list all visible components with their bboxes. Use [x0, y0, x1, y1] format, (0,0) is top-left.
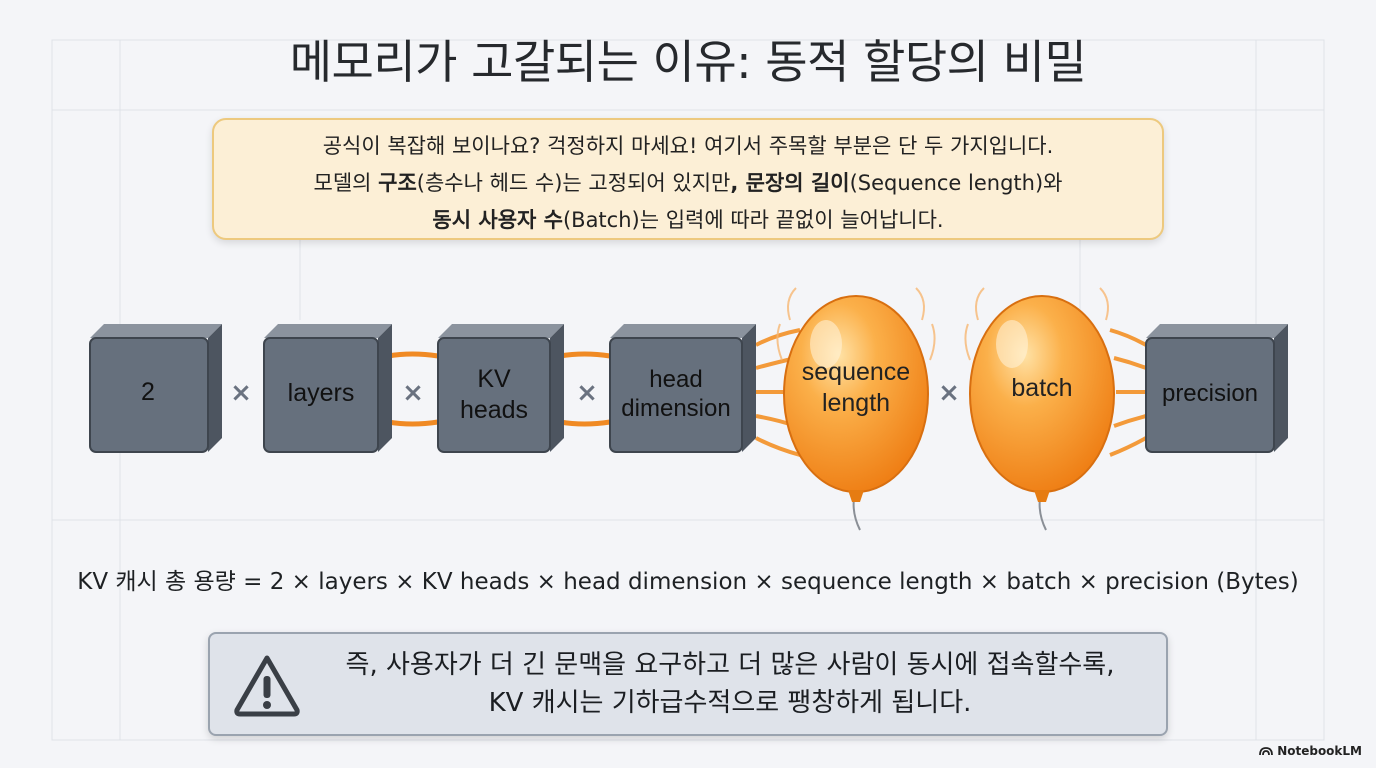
- block-two-label: 2: [141, 378, 155, 406]
- balloon-sequence-line2: length: [822, 389, 890, 417]
- connector-layers-kv: [387, 351, 439, 427]
- balloon-batch-label: batch: [1011, 374, 1072, 402]
- formula-text: KV 캐시 총 용량 = 2 × layers × KV heads × hea…: [77, 569, 1299, 595]
- notebooklm-logo: NotebookLM: [1259, 744, 1362, 758]
- balloon-batch: batch: [964, 287, 1115, 531]
- callout-line-1: 공식이 복잡해 보이나요? 걱정하지 마세요! 여기서 주목할 부분은 단 두 …: [322, 134, 1054, 158]
- warning-line-1: 즉, 사용자가 더 긴 문맥을 요구하고 더 많은 사람이 동시에 접속할수록,: [345, 650, 1115, 680]
- balloon-sequence-line1: sequence: [802, 358, 910, 386]
- block-precision: precision: [1145, 324, 1288, 453]
- warning-box: 즉, 사용자가 더 긴 문맥을 요구하고 더 많은 사람이 동시에 접속할수록,…: [208, 632, 1168, 736]
- emphasis-structure: 구조: [378, 171, 417, 195]
- multiply-symbol: ×: [576, 378, 598, 408]
- multiply-symbol: ×: [230, 378, 252, 408]
- block-layers: layers: [263, 324, 392, 453]
- band-batch-precision: [1109, 328, 1147, 457]
- block-layers-label: layers: [288, 379, 355, 407]
- warning-text: 즉, 사용자가 더 긴 문맥을 요구하고 더 많은 사람이 동시에 접속할수록,…: [320, 646, 1140, 722]
- block-head-dimension: head dimension: [609, 324, 756, 453]
- block-two: 2: [89, 324, 222, 453]
- multiply-symbol: ×: [938, 378, 960, 408]
- brand-label: NotebookLM: [1277, 744, 1362, 758]
- balloon-sequence-length: sequence length: [776, 287, 936, 531]
- warning-triangle-icon: [234, 655, 300, 717]
- callout-line-3: 동시 사용자 수(Batch)는 입력에 따라 끝없이 늘어납니다.: [432, 208, 944, 232]
- block-head-dimension-line1: head: [649, 366, 702, 393]
- block-kv-heads-line1: KV: [477, 365, 511, 393]
- emphasis-concurrent-users: 동시 사용자 수: [432, 208, 563, 232]
- emphasis-sentence-length: 문장의 길이: [745, 171, 850, 195]
- block-head-dimension-line2: dimension: [621, 395, 730, 422]
- warning-line-2: KV 캐시는 기하급수적으로 팽창하게 됩니다.: [488, 688, 972, 718]
- multiply-symbol: ×: [402, 378, 424, 408]
- block-kv-heads-line2: heads: [460, 396, 528, 424]
- notebooklm-icon: [1259, 747, 1274, 756]
- explanation-callout: 공식이 복잡해 보이나요? 걱정하지 마세요! 여기서 주목할 부분은 단 두 …: [212, 118, 1164, 240]
- connector-kv-head: [559, 351, 611, 427]
- block-kv-heads: KV heads: [437, 324, 564, 453]
- callout-line-2: 모델의 구조(층수나 헤드 수)는 고정되어 있지만, 문장의 길이(Seque…: [313, 171, 1063, 195]
- block-precision-label: precision: [1162, 380, 1258, 407]
- page-title: 메모리가 고갈되는 이유: 동적 할당의 비밀: [289, 35, 1087, 89]
- formula-diagram: 2 × layers × KV heads × head dimension: [89, 287, 1288, 531]
